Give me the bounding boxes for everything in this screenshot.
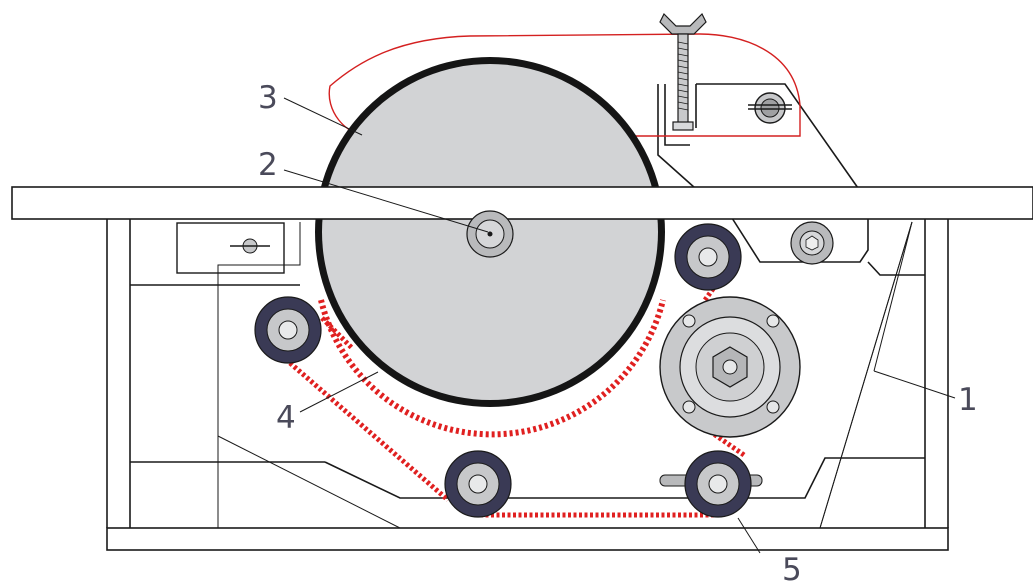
- motor-pulley: [659, 296, 801, 438]
- idler-roller-left: [254, 296, 322, 364]
- wing-nut-bolt: [659, 12, 707, 131]
- guard-screw: [748, 92, 792, 124]
- callouts: 1 2 3 4 5: [258, 80, 978, 582]
- drum-toothed-belt: [318, 299, 666, 438]
- idler-roller-bottom-left: [444, 450, 512, 518]
- callout-5: 5: [782, 552, 802, 582]
- callout-2: 2: [258, 147, 278, 183]
- callout-1: 1: [958, 382, 978, 418]
- callout-leaders: [217, 97, 956, 554]
- tension-roller-bottom-right: [659, 450, 763, 518]
- table-top: [11, 186, 1033, 220]
- idler-roller-top-right: [674, 223, 742, 291]
- callout-3: 3: [258, 80, 278, 116]
- upper-bracket: [657, 83, 859, 189]
- housing-frame: [106, 217, 949, 551]
- arbor-shaft: [466, 210, 514, 258]
- callout-4: 4: [276, 400, 296, 436]
- support-roller: [790, 221, 834, 265]
